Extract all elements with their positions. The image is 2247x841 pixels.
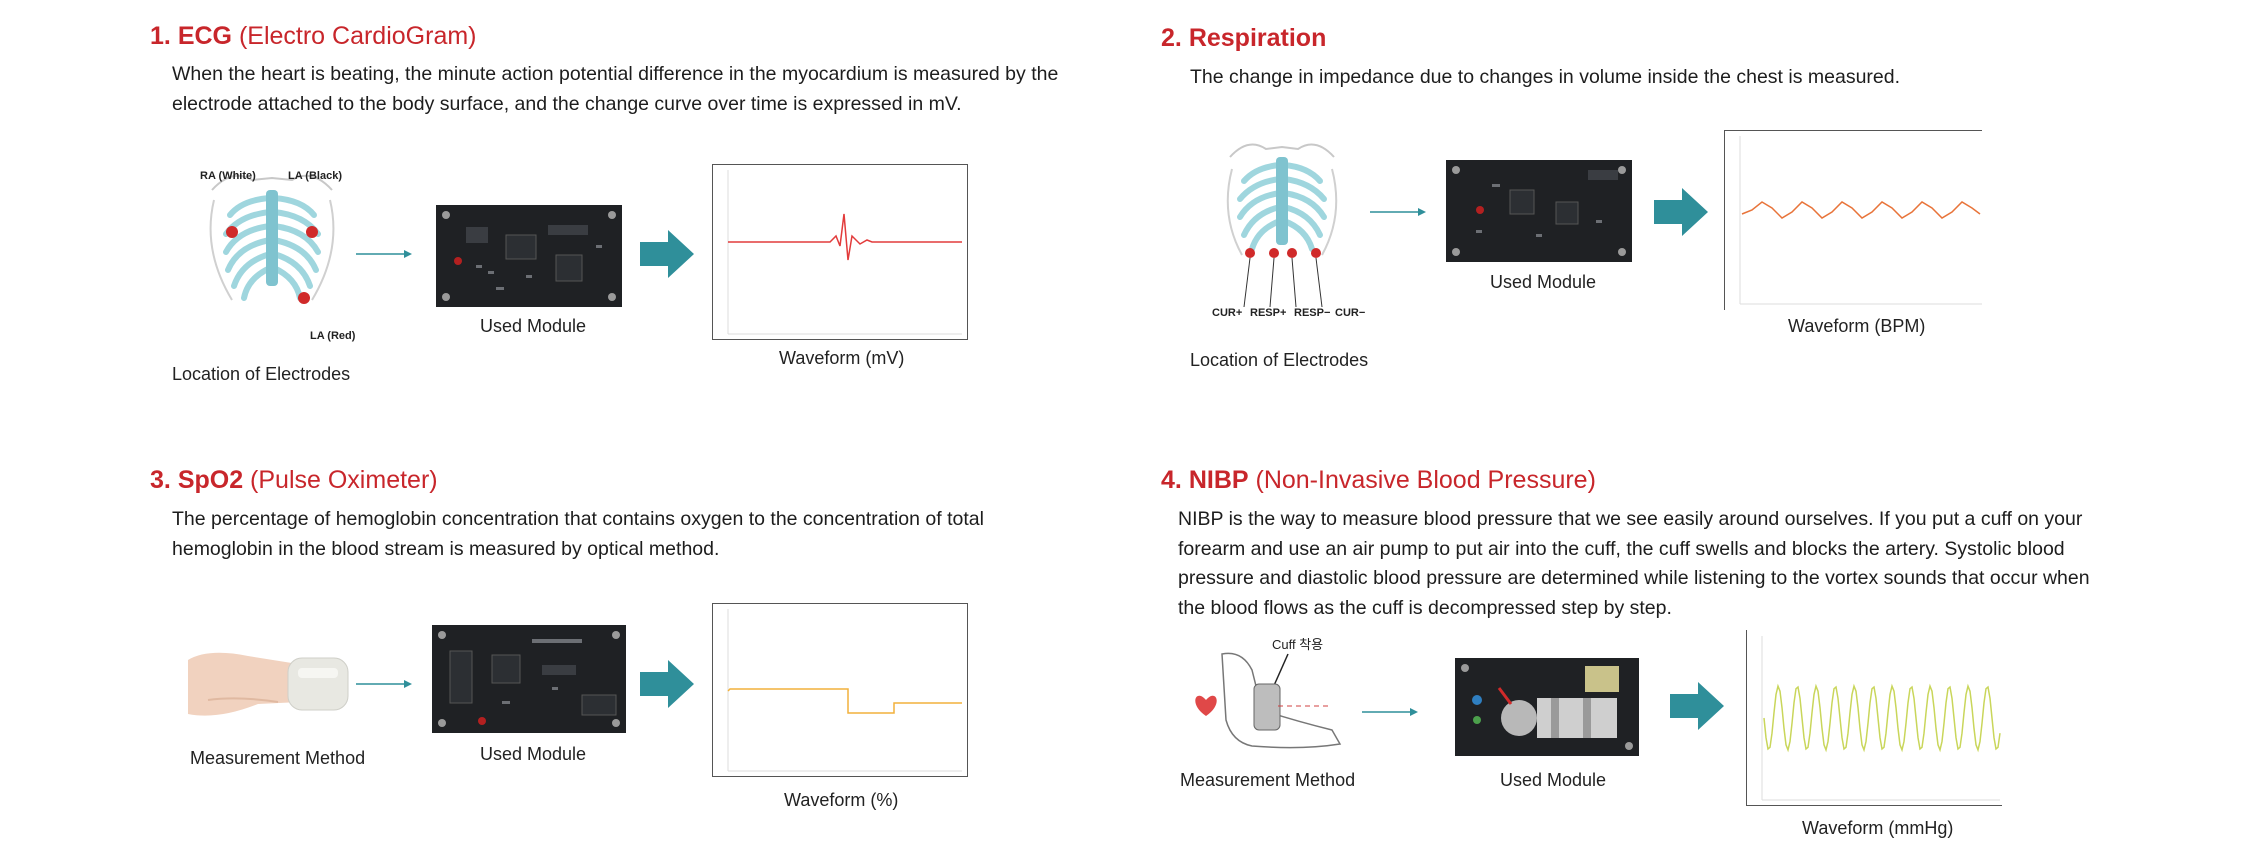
- ribcage-illustration-respiration: [1226, 143, 1338, 308]
- module-board-nibp: [1455, 658, 1639, 756]
- caption-module-ecg: Used Module: [480, 316, 587, 336]
- caption-module-respiration: Used Module: [1490, 272, 1597, 292]
- cuff-label: Cuff 착용: [1272, 637, 1324, 652]
- section-title-nibp: 4. NIBP (Non-Invasive Blood Pressure): [1161, 466, 1596, 494]
- caption-module-nibp: Used Module: [1500, 770, 1607, 790]
- caption-electrodes-ecg: Location of Electrodes: [172, 364, 351, 384]
- caption-module-spo2: Used Module: [480, 744, 587, 764]
- ribcage-illustration-ecg: [209, 174, 335, 304]
- caption-wave-spo2: Waveform (%): [784, 790, 899, 810]
- electrode-label-cur-minus: CUR−: [1335, 307, 1366, 319]
- caption-method-nibp: Measurement Method: [1180, 770, 1356, 790]
- module-board-respiration: [1446, 160, 1632, 262]
- waveform-chart-respiration: [1724, 130, 1982, 310]
- small-arrow-icon: [1362, 708, 1418, 716]
- caption-method-spo2: Measurement Method: [190, 748, 366, 768]
- electrode-label-ra: RA (White): [200, 170, 256, 182]
- caption-wave-respiration: Waveform (BPM): [1788, 316, 1926, 336]
- small-arrow-icon: [356, 250, 412, 258]
- waveform-chart-spo2: [712, 603, 968, 777]
- cuff-arm-illustration: [1195, 652, 1342, 749]
- section-title-respiration: 2. Respiration: [1161, 24, 1327, 52]
- module-board-spo2: [432, 625, 626, 733]
- finger-sensor-illustration: [188, 652, 349, 716]
- electrode-label-resp-minus: RESP−: [1294, 307, 1331, 319]
- caption-wave-ecg: Waveform (mV): [779, 348, 905, 368]
- small-arrow-icon: [1370, 208, 1426, 216]
- big-arrow-icon: [640, 660, 694, 708]
- caption-electrodes-respiration: Location of Electrodes: [1190, 350, 1369, 370]
- waveform-chart-nibp: [1746, 630, 2002, 806]
- electrode-label-la-red: LA (Red): [310, 330, 356, 342]
- electrode-label-resp-plus: RESP+: [1250, 307, 1287, 319]
- big-arrow-icon: [640, 230, 694, 278]
- module-board-ecg: [436, 205, 622, 307]
- section-title-ecg: 1. ECG (Electro CardioGram): [150, 22, 477, 50]
- electrode-label-la: LA (Black): [288, 170, 342, 182]
- electrode-label-cur-plus: CUR+: [1212, 307, 1243, 319]
- big-arrow-icon: [1654, 188, 1708, 236]
- small-arrow-icon: [356, 680, 412, 688]
- big-arrow-icon: [1670, 682, 1724, 730]
- section-desc-spo2: The percentage of hemoglobin concentrati…: [172, 508, 984, 560]
- section-desc-nibp: NIBP is the way to measure blood pressur…: [1178, 508, 2090, 619]
- section-desc-respiration: The change in impedance due to changes i…: [1190, 66, 1901, 88]
- section-desc-ecg: When the heart is beating, the minute ac…: [172, 63, 1059, 115]
- section-title-spo2: 3. SpO2 (Pulse Oximeter): [150, 466, 438, 494]
- caption-wave-nibp: Waveform (mmHg): [1802, 818, 1954, 838]
- waveform-chart-ecg: [712, 164, 968, 340]
